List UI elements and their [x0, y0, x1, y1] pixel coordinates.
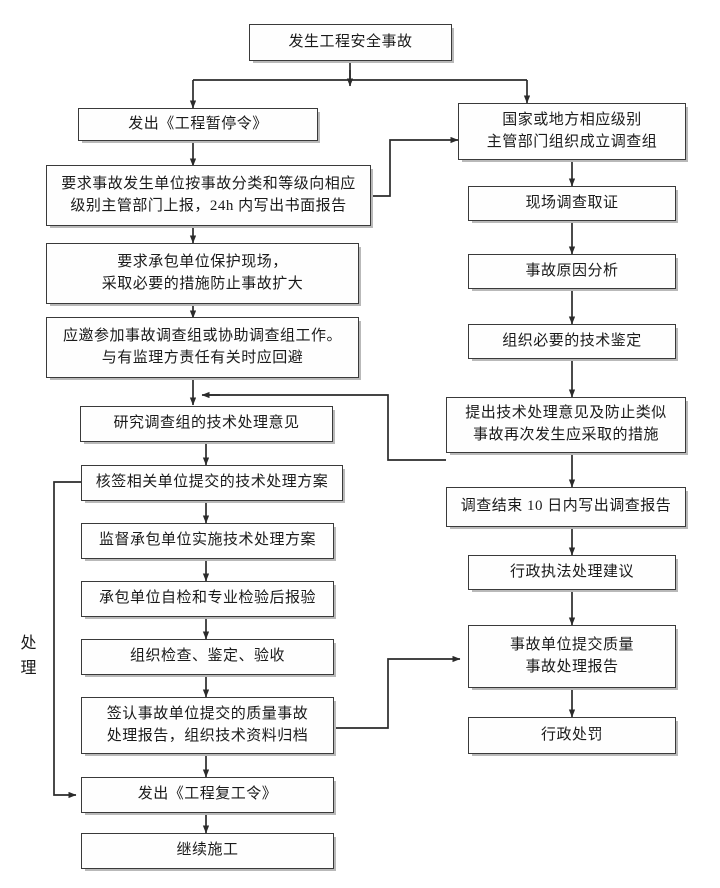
node-cause-analysis-label: 事故原因分析 [525, 262, 619, 279]
node-supervise-implementation-label: 监督承包单位实施技术处理方案 [98, 532, 316, 549]
node-study-technical-opinion[interactable]: 研究调查组的技术处理意见 [80, 406, 333, 442]
node-sign-quality-accident-report-label: 签认事故单位提交的质量事故 处理报告，组织技术资料归档 [106, 705, 309, 744]
node-investigation-report-10days-label: 调查结束 10 日内写出调查报告 [460, 498, 672, 515]
node-form-investigation-group-label: 国家或地方相应级别 主管部门组织成立调查组 [486, 111, 658, 150]
node-organize-inspection-acceptance-label: 组织检查、鉴定、验收 [129, 648, 285, 665]
node-issue-suspension-order[interactable]: 发出《工程暂停令》 [78, 108, 318, 141]
node-issue-resumption-order[interactable]: 发出《工程复工令》 [81, 777, 334, 813]
node-technical-appraisal[interactable]: 组织必要的技术鉴定 [468, 324, 676, 359]
node-join-investigation-group-label: 应邀参加事故调查组或协助调查组工作。 与有监理方责任有关时应回避 [62, 327, 342, 366]
node-countersign-technical-plan[interactable]: 核签相关单位提交的技术处理方案 [81, 465, 343, 501]
node-administrative-penalty-label: 行政处罚 [540, 726, 603, 743]
node-form-investigation-group[interactable]: 国家或地方相应级别 主管部门组织成立调查组 [458, 103, 686, 160]
node-site-evidence-collection[interactable]: 现场调查取证 [468, 186, 676, 221]
node-technical-appraisal-label: 组织必要的技术鉴定 [502, 332, 642, 349]
node-sign-quality-accident-report[interactable]: 签认事故单位提交的质量事故 处理报告，组织技术资料归档 [81, 697, 334, 754]
node-investigation-report-10days[interactable]: 调查结束 10 日内写出调查报告 [446, 487, 686, 527]
node-administrative-enforcement-advice-label: 行政执法处理建议 [509, 563, 634, 580]
side-label-handling-text: 处 理 [20, 635, 38, 677]
node-report-to-authority[interactable]: 要求事故发生单位按事故分类和等级向相应 级别主管部门上报，24h 内写出书面报告 [46, 165, 371, 226]
node-issue-resumption-order-label: 发出《工程复工令》 [137, 786, 278, 803]
node-start[interactable]: 发生工程安全事故 [249, 24, 452, 61]
node-countersign-technical-plan-label: 核签相关单位提交的技术处理方案 [95, 474, 329, 491]
node-site-evidence-collection-label: 现场调查取证 [525, 194, 619, 211]
node-cause-analysis[interactable]: 事故原因分析 [468, 254, 676, 289]
wire-loop-l6-to-l11 [53, 481, 82, 799]
node-continue-construction[interactable]: 继续施工 [81, 833, 334, 869]
side-label-handling: 处 理 [18, 632, 40, 682]
node-continue-construction-label: 继续施工 [176, 842, 239, 859]
node-unit-submits-accident-report[interactable]: 事故单位提交质量 事故处理报告 [468, 625, 676, 688]
node-supervise-implementation[interactable]: 监督承包单位实施技术处理方案 [81, 523, 334, 559]
wire-l2-to-r1 [370, 136, 459, 197]
node-issue-suspension-order-label: 发出《工程暂停令》 [128, 115, 268, 132]
node-contractor-self-inspection-label: 承包单位自检和专业检验后报验 [98, 590, 316, 607]
node-propose-preventive-measures[interactable]: 提出技术处理意见及防止类似 事故再次发生应采取的措施 [446, 397, 686, 453]
node-study-technical-opinion-label: 研究调查组的技术处理意见 [113, 415, 300, 432]
node-unit-submits-accident-report-label: 事故单位提交质量 事故处理报告 [509, 636, 634, 675]
node-protect-site[interactable]: 要求承包单位保护现场， 采取必要的措施防止事故扩大 [46, 243, 359, 304]
node-join-investigation-group[interactable]: 应邀参加事故调查组或协助调查组工作。 与有监理方责任有关时应回避 [46, 317, 359, 378]
node-contractor-self-inspection[interactable]: 承包单位自检和专业检验后报验 [81, 581, 334, 617]
node-propose-preventive-measures-label: 提出技术处理意见及防止类似 事故再次发生应采取的措施 [465, 405, 667, 443]
wire-l10-to-r8 [336, 655, 461, 729]
node-report-to-authority-label: 要求事故发生单位按事故分类和等级向相应 级别主管部门上报，24h 内写出书面报告 [61, 175, 356, 214]
node-organize-inspection-acceptance[interactable]: 组织检查、鉴定、验收 [81, 639, 334, 675]
node-start-label: 发生工程安全事故 [288, 33, 413, 50]
node-administrative-enforcement-advice[interactable]: 行政执法处理建议 [468, 555, 676, 590]
node-administrative-penalty[interactable]: 行政处罚 [468, 717, 676, 754]
node-protect-site-label: 要求承包单位保护现场， 采取必要的措施防止事故扩大 [101, 253, 304, 292]
